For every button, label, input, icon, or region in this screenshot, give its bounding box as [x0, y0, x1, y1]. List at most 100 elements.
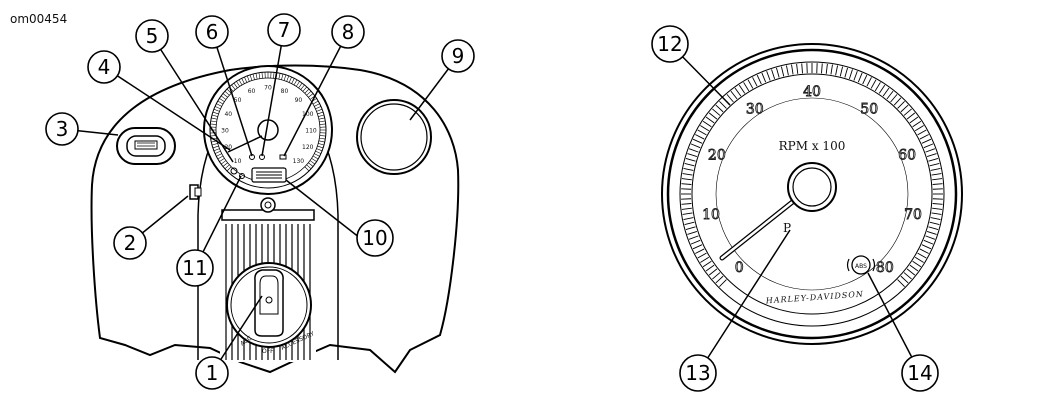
speedo-tick — [293, 79, 298, 86]
callout-2: 2 — [113, 226, 147, 260]
tach-tick — [912, 260, 922, 268]
tach-tick — [928, 226, 939, 230]
tach-tick — [893, 97, 902, 106]
callout-14: 14 — [901, 354, 939, 392]
speedo-tick — [224, 164, 230, 170]
callout-10: 10 — [356, 219, 394, 257]
speedo-tick — [261, 72, 263, 79]
tach-tick — [919, 248, 929, 254]
speedo-tick — [298, 82, 303, 89]
speedo-tick — [291, 78, 295, 84]
callout-13-label: 13 — [685, 361, 710, 385]
tach-tick — [688, 148, 699, 153]
tach-tick — [712, 272, 721, 280]
callout-12: 12 — [651, 25, 689, 63]
tach-tick — [682, 212, 693, 215]
speedo-tick — [317, 111, 324, 115]
speedo-tick — [281, 73, 284, 80]
speedo-scale-number: 10 — [234, 158, 242, 165]
callout-8-label: 8 — [342, 20, 355, 44]
tach-tick — [921, 244, 932, 250]
tach-tick — [931, 212, 942, 215]
speedo-tick — [255, 73, 258, 80]
speedo-tick — [213, 108, 220, 112]
tach-tick — [917, 129, 927, 136]
leader-lines — [61, 29, 921, 374]
tach-tick — [683, 217, 694, 220]
figure-code: om00454 — [10, 12, 68, 26]
callout-9: 9 — [441, 39, 475, 73]
speedo-tick — [220, 160, 227, 165]
tach-tick — [685, 158, 696, 162]
speedo-tick — [217, 155, 224, 160]
speedo-scale-number: 120 — [302, 144, 314, 151]
callout-1-label: 1 — [206, 361, 219, 385]
tach-tick — [923, 239, 934, 245]
speedo-tick — [312, 100, 319, 105]
callout-4: 4 — [87, 50, 121, 84]
speedo-tick — [319, 137, 326, 140]
tach-tick — [796, 63, 799, 74]
usb-port — [116, 127, 176, 165]
tach-scale-number: 60 — [898, 148, 916, 164]
speedo-tick — [219, 98, 225, 102]
speedo-tick — [319, 123, 326, 125]
speedo-tick — [300, 84, 305, 90]
tach-tick — [780, 66, 785, 77]
speedo-scale-number: 40 — [224, 111, 232, 118]
tach-tick — [692, 138, 703, 144]
callout-6-label: 6 — [206, 20, 219, 44]
tach-tick — [738, 84, 746, 94]
tach-tick — [925, 148, 936, 153]
tach-tick — [685, 226, 696, 230]
speedo-scale-number: 80 — [281, 88, 289, 95]
tach-tick — [825, 63, 828, 74]
speedo-tick — [211, 143, 218, 146]
speedo-tick — [309, 160, 316, 165]
callout-11: 11 — [176, 249, 214, 287]
tach-tick — [923, 143, 934, 149]
speedo-tick — [306, 90, 312, 96]
speedo-tick — [283, 74, 287, 81]
speedo-scale-number: 20 — [224, 144, 232, 151]
speedo-scale-number: 50 — [234, 97, 242, 104]
speedo-tick — [212, 145, 219, 149]
tach-tick — [702, 120, 712, 128]
speedo-tick — [219, 158, 225, 162]
tach-tick — [690, 239, 701, 245]
speedo-tick — [217, 100, 224, 105]
tach-tick — [839, 66, 844, 77]
tach-tick — [914, 125, 924, 132]
tach-tick — [697, 129, 707, 136]
speedo-tick — [238, 79, 243, 86]
tach-tick — [919, 134, 929, 140]
callout-3-label: 3 — [56, 117, 69, 141]
tach-tick — [776, 67, 780, 78]
tach-tick — [909, 116, 919, 124]
indicator-lamp — [356, 99, 432, 175]
speedo-tick — [312, 155, 319, 160]
tach-tick — [761, 72, 767, 83]
speedo-scale-number: 110 — [305, 128, 317, 135]
tach-tick — [878, 84, 886, 94]
mount-bracket — [221, 197, 315, 221]
speedo-tick — [213, 148, 220, 152]
speedo-tick — [214, 150, 221, 154]
tach-tick — [844, 67, 848, 78]
speedo-tick — [318, 114, 325, 117]
tach-tick — [766, 70, 771, 81]
tach-tick — [687, 153, 698, 158]
speedo-tick — [222, 93, 228, 98]
tach-tick — [926, 153, 937, 158]
tach-tick — [690, 143, 701, 149]
tach-tick — [900, 275, 909, 284]
tach-tick — [857, 72, 863, 83]
speedo-scale-number: 70 — [264, 85, 272, 92]
speedo-tick — [212, 111, 219, 115]
tach-tick — [697, 252, 707, 259]
tach-tick — [719, 279, 727, 287]
tach-tick — [726, 94, 734, 103]
speedo-tick — [304, 166, 310, 172]
callout-5-label: 5 — [146, 24, 159, 48]
